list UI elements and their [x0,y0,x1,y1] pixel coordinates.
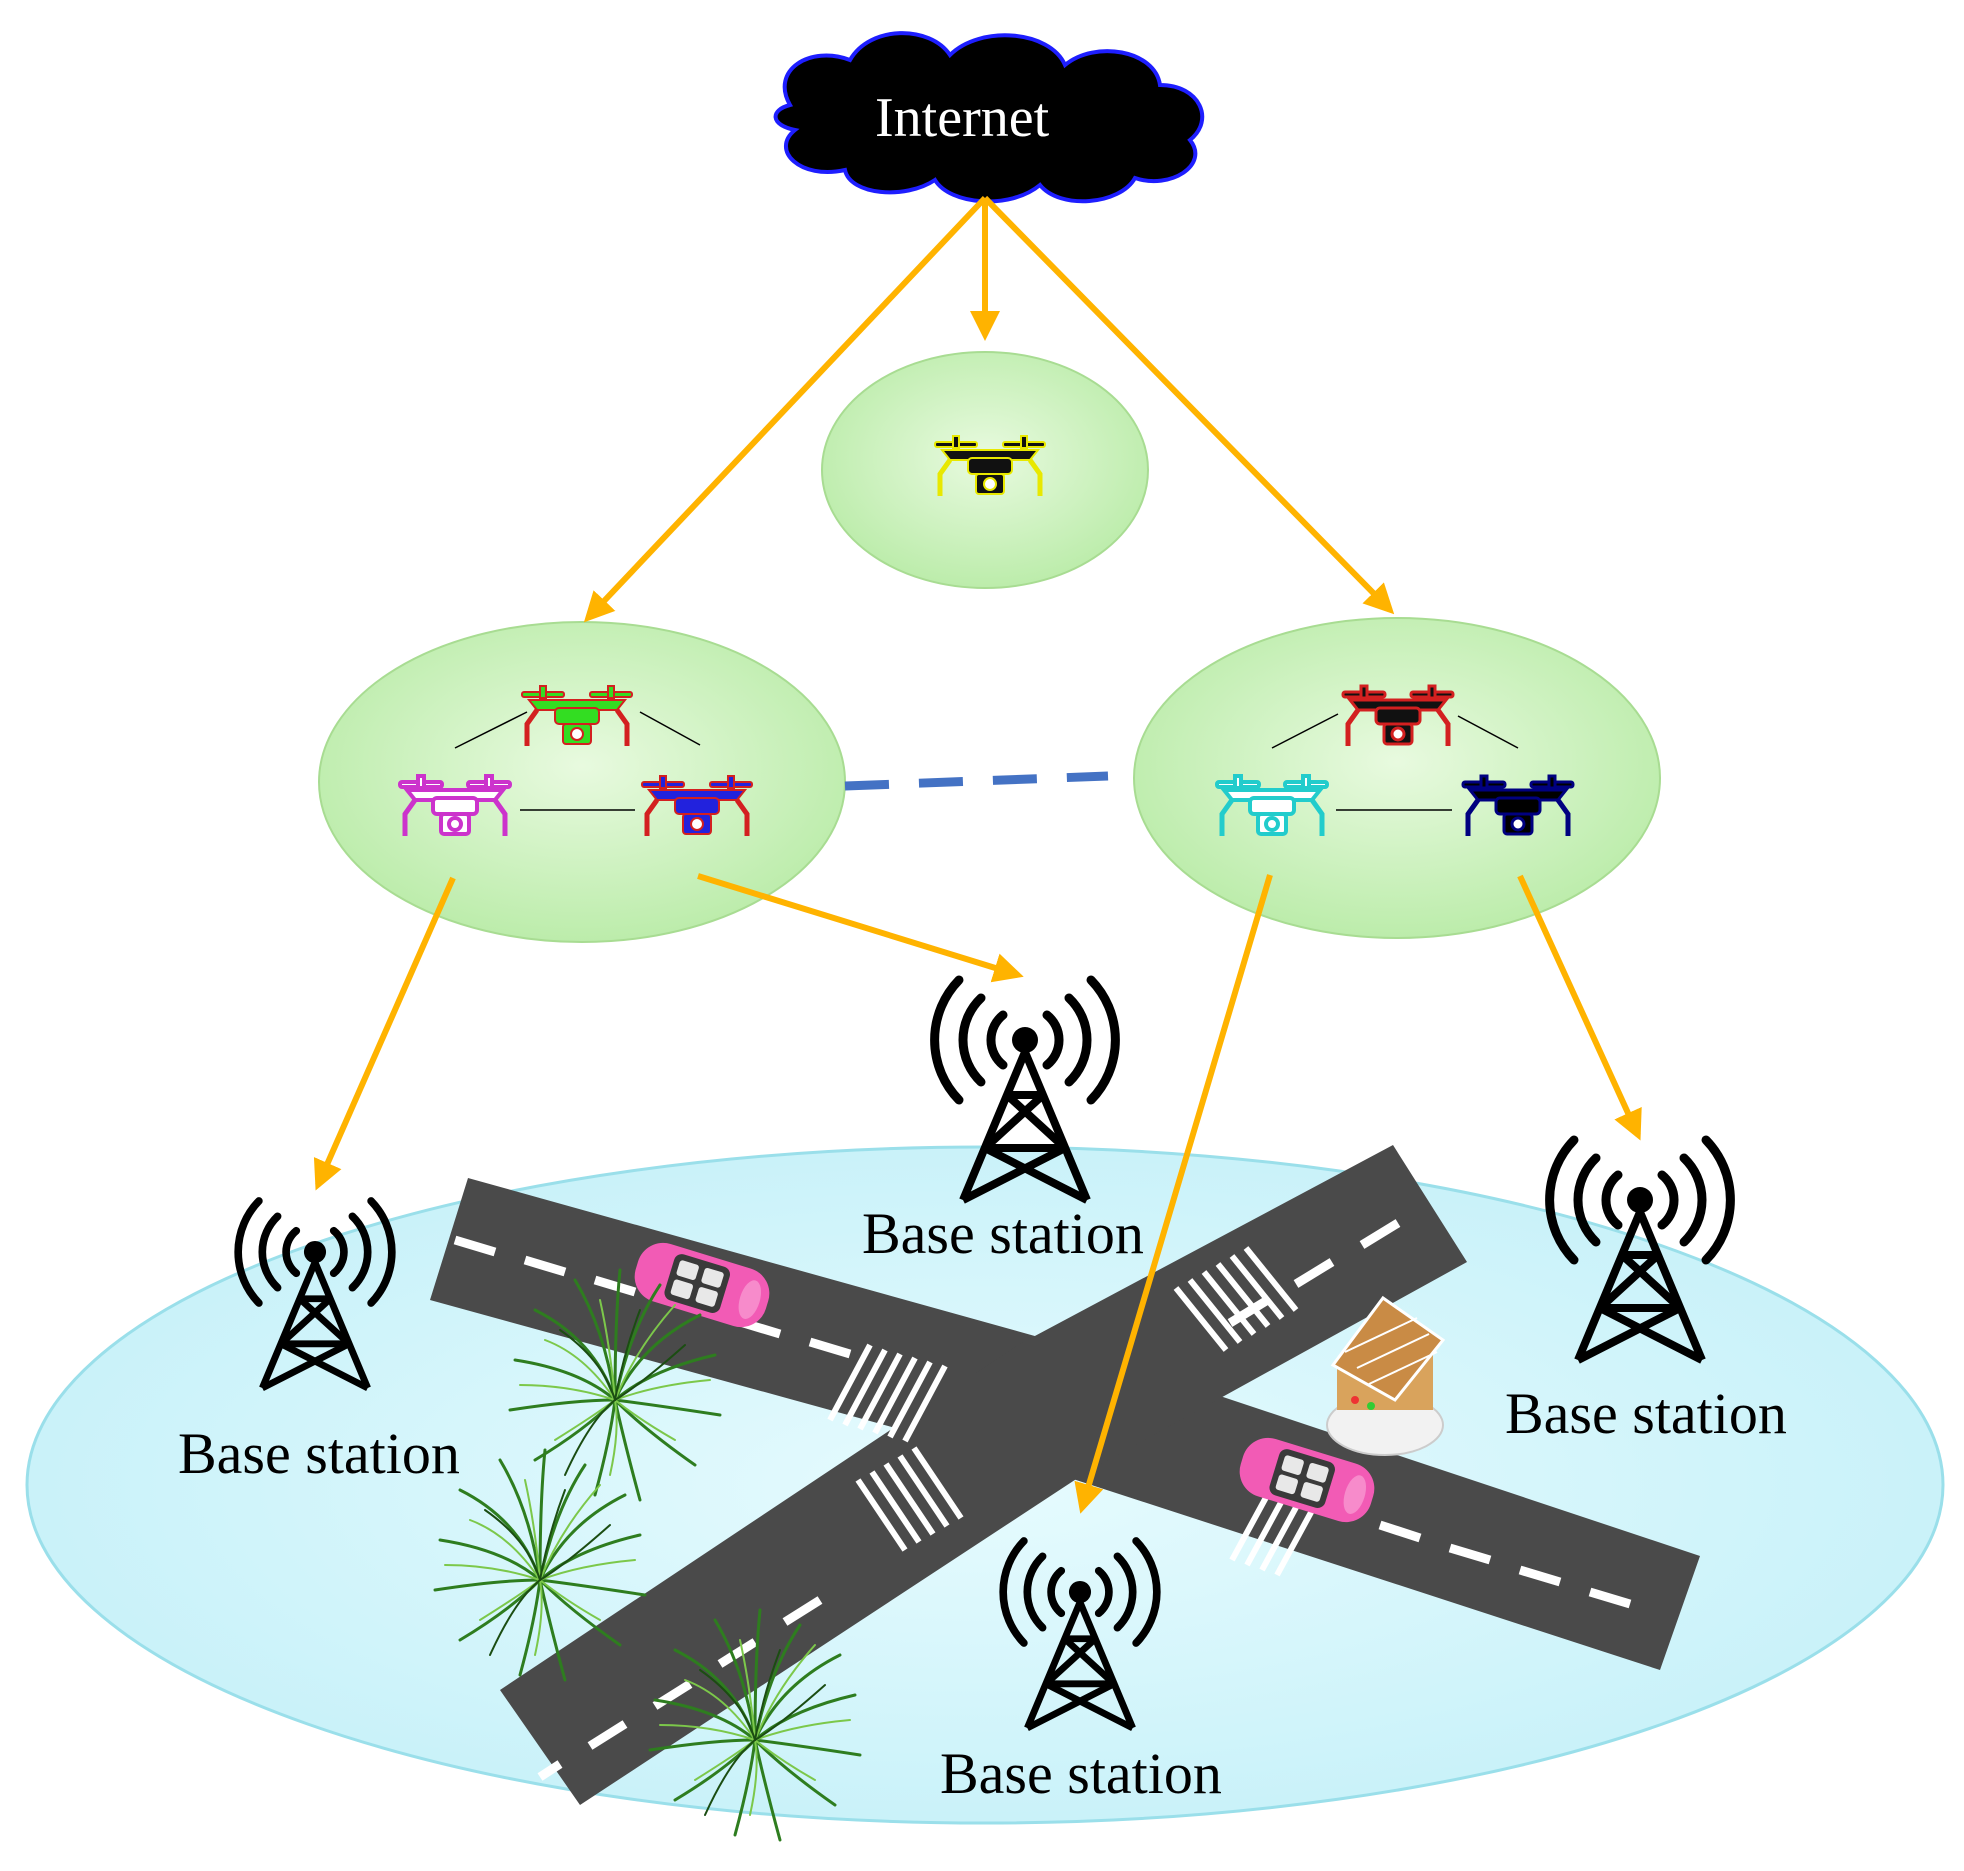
arrow-right-to-bs4 [1074,874,1273,1514]
base-station-label: Base station [1505,1381,1787,1446]
house-icon [1326,1295,1446,1456]
inter-cluster-link [844,771,1109,791]
internet-label: Internet [875,87,1050,149]
base-station-label: Base station [940,1741,1222,1806]
cloud-icon [773,31,1205,204]
arrow-left-to-bs2 [697,873,1024,983]
uav-cluster-right [1133,617,1661,939]
intra-cluster-links [454,711,1519,811]
crosswalk [855,1446,964,1552]
crosswalk [1173,1246,1299,1352]
arrow-internet-to-right [982,195,1395,615]
arrow-internet-to-left [583,195,988,623]
crosswalk [1229,1488,1318,1577]
base-station-label: Base station [862,1201,1144,1266]
crosswalk [827,1343,948,1443]
base-station-label: Base station [178,1421,460,1486]
road-segment [500,1145,1467,1805]
arrows [313,195,1642,1514]
lane-markings [453,1219,1632,1781]
arrow-right-to-bs3 [1517,874,1642,1141]
arrow-left-to-bs1 [313,876,456,1191]
